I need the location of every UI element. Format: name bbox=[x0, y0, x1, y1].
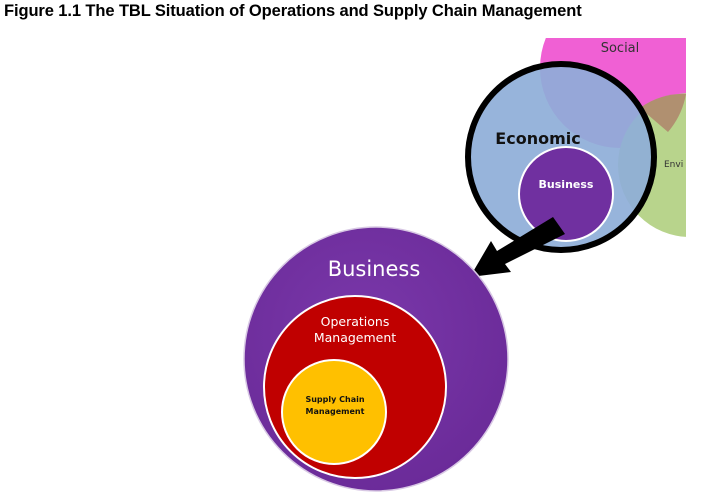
economic-label: Economic bbox=[495, 129, 580, 148]
figure-title: Figure 1.1 The TBL Situation of Operatio… bbox=[4, 2, 582, 20]
business-small-label: Business bbox=[539, 178, 594, 191]
zoom-arrow bbox=[470, 217, 565, 277]
supply-chain-circle bbox=[281, 359, 387, 465]
social-environmental-overlap bbox=[640, 93, 686, 132]
social-label: Social bbox=[601, 41, 640, 56]
operations-label-line1: Operations bbox=[321, 314, 390, 329]
supply-chain-label-line1: Supply Chain bbox=[305, 395, 364, 404]
environmental-label: Envi bbox=[664, 160, 683, 170]
business-large-label: Business bbox=[328, 257, 421, 281]
nested-business-diagram: Business Operations Management Supply Ch… bbox=[243, 226, 509, 492]
economic-circle-border bbox=[465, 61, 657, 253]
tbl-venn-image: Social Economic Envi Business bbox=[465, 38, 686, 253]
supply-chain-label-line2: Management bbox=[306, 407, 365, 416]
operations-label-line2: Management bbox=[314, 330, 396, 345]
business-small-circle bbox=[518, 146, 614, 242]
